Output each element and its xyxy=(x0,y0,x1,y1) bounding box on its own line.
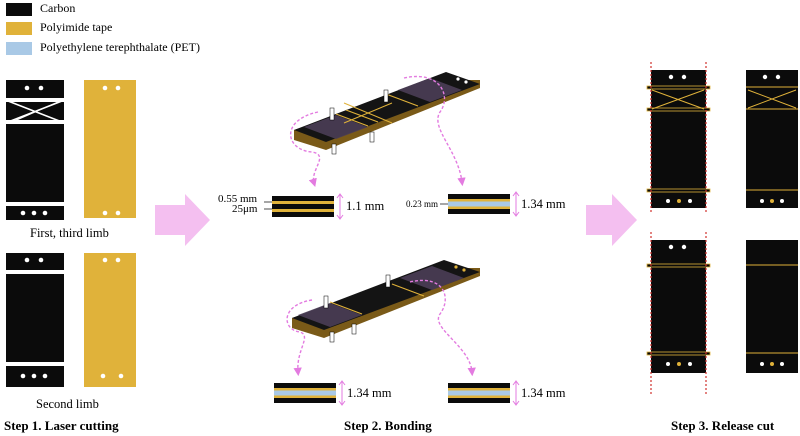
dim-1-34mm-bottom-right: 1.34 mm xyxy=(521,386,566,400)
dashed-arrow-top-left xyxy=(289,111,321,188)
legend-swatch-carbon xyxy=(6,3,32,16)
legend-label-carbon: Carbon xyxy=(40,1,76,15)
step2-label: Step 2. Bonding xyxy=(344,418,432,433)
dashed-arrow-top-right xyxy=(403,75,466,187)
dim-0-23mm: 0.23 mm xyxy=(406,199,439,209)
dashed-arrow-bottom-left xyxy=(286,299,313,377)
legend-swatch-polyimide xyxy=(6,22,32,35)
dim-0-55mm: 0.55 mm xyxy=(218,193,258,205)
step1-polyimide-piece-top xyxy=(84,80,136,218)
process-arrow-1 xyxy=(155,194,210,246)
step1-polyimide-piece-bottom xyxy=(84,253,136,387)
step3-piece-top-released xyxy=(746,70,798,208)
legend-label-pet: Polyethylene terephthalate (PET) xyxy=(40,40,200,54)
cross-section-1-1mm xyxy=(264,193,344,220)
step1-carbon-piece-bottom xyxy=(2,253,68,387)
step2-assembly-bottom xyxy=(292,260,480,343)
caption-second-limb: Second limb xyxy=(36,397,99,411)
step2-assembly-top xyxy=(294,72,480,155)
cross-section-1-34mm-bottom-left xyxy=(274,380,346,406)
legend-swatch-pet xyxy=(6,42,32,55)
dashed-arrow-bottom-right xyxy=(409,279,476,377)
step3-piece-bottom-released xyxy=(746,240,798,373)
dim-25um: 25μm xyxy=(232,203,258,215)
step3-label: Step 3. Release cut xyxy=(671,418,775,433)
cross-section-1-34mm-bottom-right xyxy=(448,380,520,406)
caption-first-third-limb: First, third limb xyxy=(30,226,109,240)
legend-label-polyimide: Polyimide tape xyxy=(40,20,113,34)
step1-label: Step 1. Laser cutting xyxy=(4,418,119,433)
step1-carbon-piece-top xyxy=(2,80,68,220)
dim-1-34mm-top: 1.34 mm xyxy=(521,197,566,211)
step3-piece-top-with-cutlines xyxy=(646,62,711,212)
dim-1-34mm-bottom-left: 1.34 mm xyxy=(347,386,392,400)
dim-1-1mm: 1.1 mm xyxy=(346,199,385,213)
step3-piece-bottom-with-cutlines xyxy=(646,232,711,396)
cross-section-1-34mm-top xyxy=(440,191,520,217)
process-arrow-2 xyxy=(586,194,637,246)
